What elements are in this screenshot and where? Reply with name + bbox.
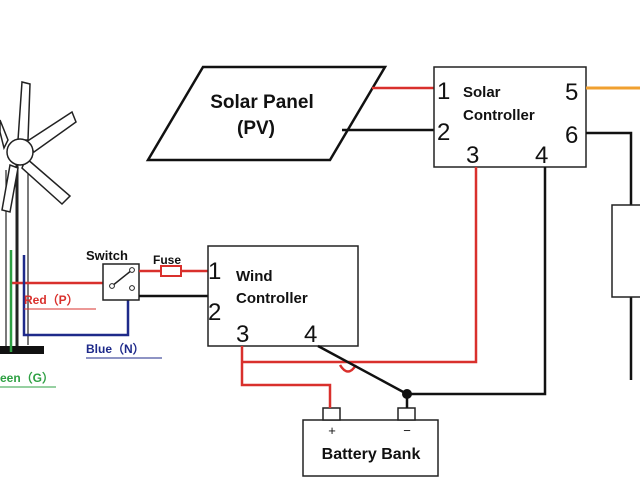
green-wire-label: een（G） — [0, 370, 54, 385]
solar-terminal-5: 5 — [565, 79, 578, 106]
fuse-label: Fuse — [153, 253, 181, 267]
switch-label: Switch — [86, 248, 128, 263]
wind-controller-label-line1: Wind — [236, 268, 273, 285]
battery-plus-label: + — [328, 423, 336, 438]
wind-to-battery-positive-wire — [240, 346, 332, 408]
switch — [102, 263, 140, 301]
solar-to-battery-positive-wire — [242, 167, 478, 364]
solar-terminal-4: 4 — [535, 142, 548, 169]
solar-terminal-2: 2 — [437, 119, 450, 146]
red-wire-label: Red（P） — [24, 292, 79, 307]
blue-wire-label: Blue（N） — [86, 341, 145, 356]
wind-to-battery-negative-wire — [317, 344, 409, 408]
fuse — [160, 265, 182, 277]
solar-controller-label-line1: Solar — [463, 84, 501, 101]
wind-controller-label-line2: Controller — [236, 290, 308, 307]
solar-panel-label-line2: (PV) — [237, 118, 275, 139]
battery-bank — [302, 407, 439, 477]
battery-label: Battery Bank — [322, 446, 421, 463]
solar-to-battery-negative-wire — [407, 167, 547, 396]
negative-junction — [402, 389, 412, 399]
solar-controller-label-line2: Controller — [463, 107, 535, 124]
solar-panel-label-line1: Solar Panel — [210, 92, 314, 113]
blue-neutral-wire — [22, 255, 130, 337]
wind-terminal-1: 1 — [208, 258, 221, 285]
wind-terminal-4: 4 — [304, 321, 317, 348]
solar-panel — [145, 65, 388, 162]
wind-terminal-2: 2 — [208, 299, 221, 326]
load-device — [611, 204, 640, 298]
solar-terminal-6: 6 — [565, 122, 578, 149]
wind-controller — [207, 245, 359, 347]
battery-minus-label: − — [403, 423, 411, 438]
solar-terminal-1: 1 — [437, 78, 450, 105]
solar-terminal-3: 3 — [466, 142, 479, 169]
wind-turbine — [0, 81, 77, 354]
solar-controller — [433, 66, 587, 168]
wind-terminal-3: 3 — [236, 321, 249, 348]
